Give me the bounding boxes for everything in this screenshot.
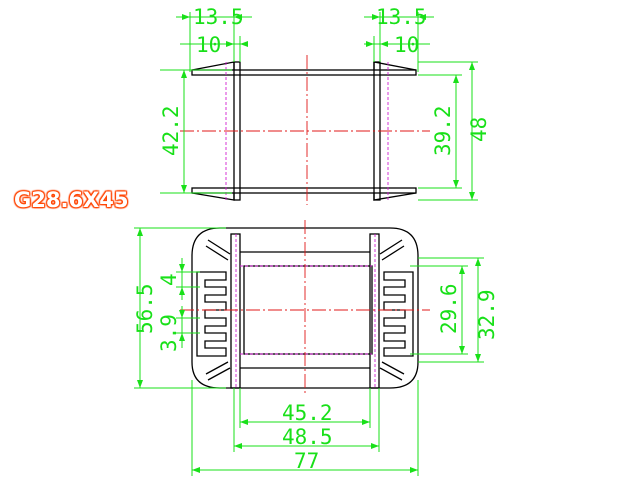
right-comb — [383, 271, 414, 357]
front-right-wall — [369, 233, 380, 389]
dim-label-77: 77 — [294, 449, 319, 473]
left-comb — [196, 271, 227, 357]
front-outer-body — [191, 227, 419, 389]
dim-label-39-2: 39.2 — [431, 105, 455, 156]
front-view — [180, 220, 430, 396]
dimension-labels: 13.5 10 13.5 10 42.2 39.2 48 56.5 4 3.9 … — [133, 5, 499, 473]
dim-label-top-right-13-5: 13.5 — [376, 5, 427, 29]
left-bottom-taper — [191, 192, 235, 201]
top-view-dimensions — [160, 12, 478, 201]
dim-label-29-6: 29.6 — [437, 283, 461, 334]
dim-label-top-left-10: 10 — [196, 33, 221, 57]
dim-label-3-9: 3.9 — [157, 314, 181, 352]
rib-bottom-left — [205, 361, 231, 381]
top-view — [180, 55, 430, 205]
dim-label-top-left-13-5: 13.5 — [193, 5, 244, 29]
dim-label-42-2: 42.2 — [159, 105, 183, 156]
rib-bottom-right — [379, 361, 405, 381]
front-view-dimensions — [134, 227, 484, 476]
dim-label-48: 48 — [467, 117, 491, 142]
dim-label-45-2: 45.2 — [282, 401, 333, 425]
dim-label-32-9: 32.9 — [475, 289, 499, 340]
left-top-taper — [191, 61, 235, 71]
front-left-wall — [230, 233, 241, 389]
model-label: G28.6X45 — [14, 188, 129, 212]
rib-top-right — [379, 239, 405, 261]
bottom-flange-bar — [191, 187, 417, 194]
top-flange-bar — [191, 69, 417, 76]
rib-top-left — [205, 239, 231, 261]
dim-label-56-5: 56.5 — [133, 283, 157, 334]
dim-label-top-right-10: 10 — [394, 33, 419, 57]
dim-label-4: 4 — [157, 273, 181, 286]
dim-label-48-5: 48.5 — [282, 425, 333, 449]
